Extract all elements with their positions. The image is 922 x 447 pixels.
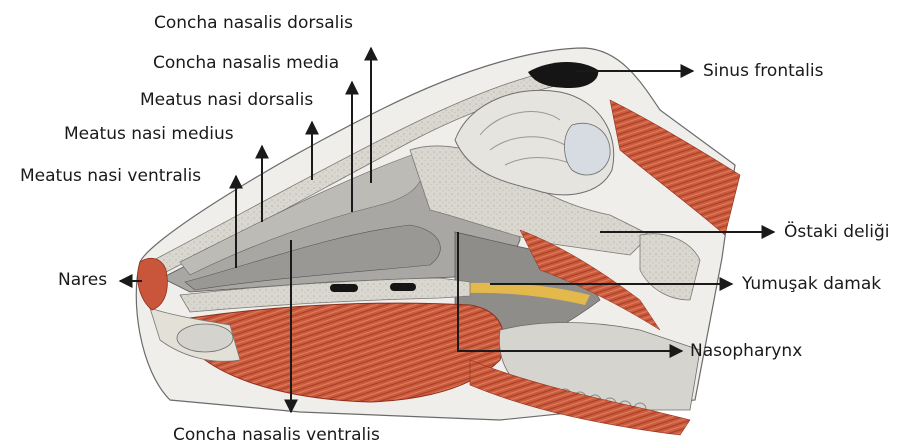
upper-lip	[137, 257, 168, 311]
pharyngeal-muscles	[519, 229, 661, 331]
cerebellum	[564, 122, 611, 176]
label-meatus-nasi-dorsalis: Meatus nasi dorsalis	[140, 90, 314, 110]
label-meatus-nasi-medius: Meatus nasi medius	[64, 124, 234, 144]
leader-nasopharynx	[457, 232, 684, 358]
palate-foramen-1	[330, 284, 358, 292]
label-sinus-frontalis: Sinus frontalis	[703, 61, 824, 81]
label-nares: Nares	[58, 270, 108, 290]
label-meatus-nasi-ventralis: Meatus nasi ventralis	[20, 166, 202, 186]
label-ostaki-deligi: Östaki deliği	[784, 222, 890, 242]
leader-lines	[118, 46, 776, 414]
tooth	[176, 323, 234, 353]
concha-ventral-shape	[184, 224, 441, 291]
soft-palate-fat	[468, 282, 590, 305]
frontal-sinus	[528, 61, 599, 88]
label-concha-nasalis-ventralis: Concha nasalis ventralis	[173, 425, 380, 445]
label-nasopharynx: Nasopharynx	[690, 341, 803, 361]
label-yumusak-damak: Yumuşak damak	[742, 274, 882, 294]
label-concha-nasalis-media: Concha nasalis media	[153, 53, 340, 73]
palate-foramen-2	[390, 283, 416, 291]
label-concha-nasalis-dorsalis: Concha nasalis dorsalis	[154, 13, 353, 33]
neck-muscles-dorsal	[609, 99, 741, 236]
ventral-neck-muscles	[469, 359, 691, 436]
tongue	[187, 302, 505, 403]
